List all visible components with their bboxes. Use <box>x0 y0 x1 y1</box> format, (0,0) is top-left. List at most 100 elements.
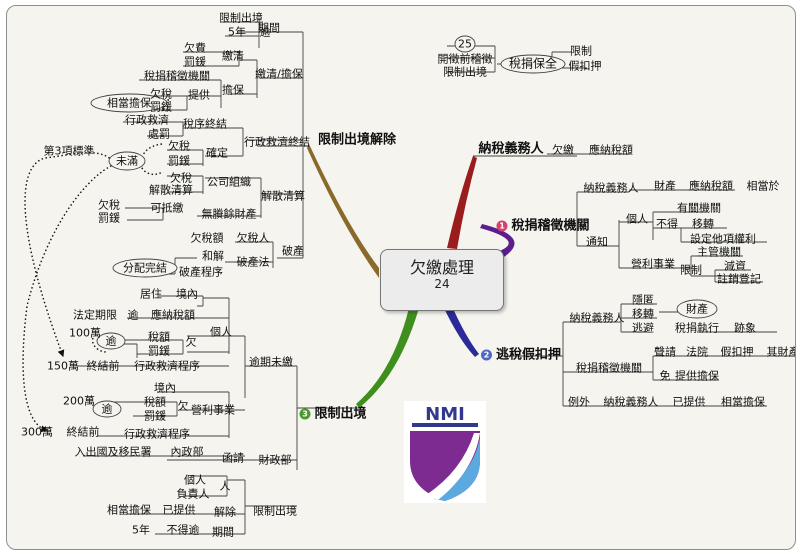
node[interactable]: 欠繳 <box>552 143 574 157</box>
node[interactable]: 設定他項權利 <box>690 232 756 246</box>
node[interactable]: 已提供 <box>672 395 706 409</box>
node[interactable]: 5年 <box>132 523 150 537</box>
node[interactable]: 限制 <box>570 44 592 58</box>
node[interactable]: 有關機關 <box>677 201 721 215</box>
node[interactable]: 欠費 <box>184 41 206 55</box>
node[interactable]: 罰鍰 <box>148 344 170 358</box>
node[interactable]: 150萬 <box>47 359 79 373</box>
node[interactable]: 期間 <box>212 525 234 539</box>
node[interactable]: 解除 <box>214 505 236 519</box>
node[interactable]: 移轉 <box>692 217 714 231</box>
node[interactable]: 內政部 <box>170 445 204 459</box>
node[interactable]: 註銷登記 <box>717 272 761 286</box>
node[interactable]: 限制出境 <box>443 65 487 79</box>
node[interactable]: 欠稅人 <box>236 231 270 245</box>
node[interactable]: 逾 <box>105 334 117 348</box>
node[interactable]: 函請 <box>222 451 244 465</box>
node[interactable]: 個人 <box>210 325 232 339</box>
node[interactable]: 法定期限 <box>73 308 117 322</box>
node[interactable]: 財政部 <box>258 453 292 467</box>
node[interactable]: 200萬 <box>63 394 95 408</box>
node[interactable]: 限制 <box>680 263 702 277</box>
topic-lift[interactable]: 限制出境解除 <box>317 132 397 148</box>
node[interactable]: 人 <box>219 479 231 493</box>
node[interactable]: 營利事業 <box>631 257 675 271</box>
node[interactable]: 個人 <box>184 473 206 487</box>
node[interactable]: 相當擔保 <box>721 395 765 409</box>
node[interactable]: 解散清算 <box>261 189 305 203</box>
node[interactable]: 稅捐稽徵機關 <box>576 361 642 375</box>
node[interactable]: 營利事業 <box>191 403 235 417</box>
node[interactable]: 限制出境 <box>219 11 263 25</box>
node[interactable]: 逾 <box>259 25 271 39</box>
node[interactable]: 相當擔保 <box>107 503 151 517</box>
node[interactable]: 假扣押 <box>568 59 602 73</box>
node[interactable]: 解散清算 <box>149 183 193 197</box>
node[interactable]: 個人 <box>626 212 648 226</box>
node[interactable]: 應納稅額 <box>689 179 733 193</box>
node[interactable]: 欠 <box>185 335 197 349</box>
node[interactable]: 入出國及移民署 <box>74 445 152 459</box>
node[interactable]: 行政救濟程序 <box>124 427 190 441</box>
node[interactable]: 5年 <box>228 25 246 39</box>
node[interactable]: 跡象 <box>734 321 756 335</box>
node[interactable]: 確定 <box>206 146 228 160</box>
node[interactable]: 境內 <box>154 381 176 395</box>
node[interactable]: 納稅義務人 <box>569 311 625 325</box>
node[interactable]: 第3項標準 <box>43 144 95 158</box>
node[interactable]: 公司組織 <box>207 175 251 189</box>
node[interactable]: 可抵繳 <box>150 201 184 215</box>
node[interactable]: 已提供 <box>162 503 196 517</box>
node[interactable]: 相當擔保 <box>107 96 151 110</box>
node[interactable]: 財產 <box>686 302 708 316</box>
node[interactable]: 負責人 <box>176 487 210 501</box>
node[interactable]: 假扣押 <box>720 345 754 359</box>
node[interactable]: 稅捐保全 <box>508 56 558 71</box>
central-topic[interactable]: 欠繳處理 24 <box>380 249 504 311</box>
node[interactable]: 期間 <box>258 21 280 35</box>
node[interactable]: 隱匿 <box>632 293 654 307</box>
topic-taxpayer[interactable]: 納稅義務人 <box>478 141 544 157</box>
node[interactable]: 繳清 <box>222 49 244 63</box>
node[interactable]: 例外 <box>568 395 590 409</box>
node[interactable]: 應納稅額 <box>589 143 633 157</box>
node[interactable]: 繳清/擔保 <box>255 67 303 81</box>
node[interactable]: 移轉 <box>632 307 654 321</box>
node[interactable]: 開徵前稽徵 <box>437 52 493 66</box>
node[interactable]: 欠 <box>177 399 189 413</box>
node[interactable]: 限制出境 <box>253 504 297 518</box>
node[interactable]: 行政救濟程序 <box>134 359 200 373</box>
node[interactable]: 100萬 <box>69 326 101 340</box>
node[interactable]: 罰鍰 <box>168 154 190 168</box>
node[interactable]: 稅額 <box>148 330 170 344</box>
node[interactable]: 不得 <box>656 217 678 231</box>
node[interactable]: 罰鍰 <box>150 100 172 114</box>
node[interactable]: 減資 <box>724 259 746 273</box>
node[interactable]: 納稅義務人 <box>583 181 639 195</box>
node[interactable]: 無賸餘財產 <box>201 207 257 221</box>
node[interactable]: 境內 <box>176 287 198 301</box>
node[interactable]: 逾期未繳 <box>249 355 293 369</box>
node[interactable]: 終結前 <box>86 359 120 373</box>
node[interactable]: 居住 <box>140 287 162 301</box>
node[interactable]: 300萬 <box>21 425 53 439</box>
node[interactable]: 欠稅 <box>150 87 172 101</box>
node[interactable]: 稅捐執行 <box>675 321 719 335</box>
node[interactable]: 其財產 <box>766 345 796 359</box>
node[interactable]: 不得逾 <box>166 523 200 537</box>
node[interactable]: 欠稅額 <box>190 231 224 245</box>
node[interactable]: 稅捐稽徵機關 <box>144 69 210 83</box>
node[interactable]: 終結前 <box>66 425 100 439</box>
node[interactable]: 財產 <box>654 179 676 193</box>
node[interactable]: 提供擔保 <box>675 369 719 383</box>
node[interactable]: 破產程序 <box>179 265 223 279</box>
node[interactable]: 聲請 <box>654 345 676 359</box>
node[interactable]: 破產法 <box>236 255 270 269</box>
node[interactable]: 逃避 <box>632 321 654 335</box>
node[interactable]: 罰鍰 <box>98 211 120 225</box>
node[interactable]: 行政救濟 <box>125 113 169 127</box>
node[interactable]: 欠稅 <box>168 139 190 153</box>
